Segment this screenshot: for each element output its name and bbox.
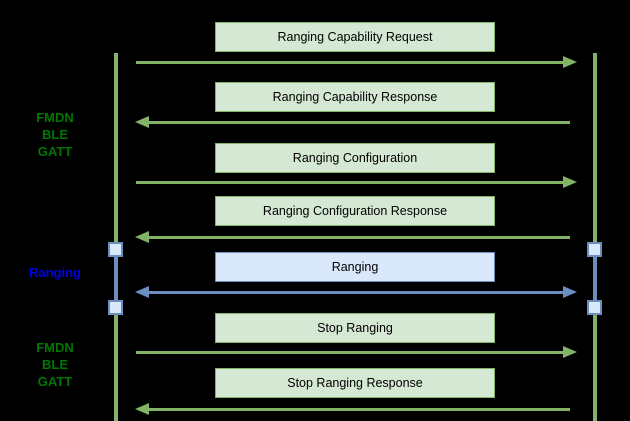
activation-marker-icon: [587, 242, 602, 257]
arrow-ranging-capability-request: [136, 60, 563, 64]
phase-label-line: Ranging: [29, 265, 81, 280]
ranging-session-segment-left: [114, 249, 118, 307]
arrowhead-right-icon: [563, 286, 577, 298]
phase-label-fmdn-ble-gatt-bottom: FMDN BLE GATT: [5, 339, 105, 390]
arrowhead-right-icon: [563, 56, 577, 68]
message-label: Ranging: [331, 260, 379, 274]
arrowhead-left-icon: [135, 231, 149, 243]
arrow-ranging-configuration: [136, 180, 563, 184]
arrowhead-left-icon: [135, 286, 149, 298]
phase-label-ranging: Ranging: [5, 264, 105, 281]
message-box-ranging-capability-response: Ranging Capability Response: [215, 82, 495, 112]
phase-label-fmdn-ble-gatt-top: FMDN BLE GATT: [5, 109, 105, 160]
activation-marker-icon: [108, 300, 123, 315]
arrow-stop-ranging: [136, 350, 563, 354]
message-box-ranging-configuration-response: Ranging Configuration Response: [215, 196, 495, 226]
message-label: Stop Ranging: [317, 321, 393, 335]
message-box-stop-ranging-response: Stop Ranging Response: [215, 368, 495, 398]
arrow-stop-ranging-response: [149, 407, 570, 411]
message-label: Stop Ranging Response: [287, 376, 423, 390]
activation-marker-icon: [587, 300, 602, 315]
message-label: Ranging Configuration: [292, 151, 418, 165]
arrowhead-right-icon: [563, 346, 577, 358]
message-box-stop-ranging: Stop Ranging: [215, 313, 495, 343]
arrow-ranging-configuration-response: [149, 235, 570, 239]
message-label: Ranging Configuration Response: [262, 204, 448, 218]
phase-label-line: BLE: [42, 127, 68, 142]
message-box-ranging-configuration: Ranging Configuration: [215, 143, 495, 173]
message-label: Ranging Capability Request: [277, 30, 433, 44]
activation-marker-icon: [108, 242, 123, 257]
lifeline-right: [593, 53, 597, 421]
arrow-ranging-capability-response: [149, 120, 570, 124]
phase-label-line: BLE: [42, 357, 68, 372]
phase-label-line: FMDN: [36, 110, 74, 125]
ranging-session-segment-right: [593, 249, 597, 307]
phase-label-line: FMDN: [36, 340, 74, 355]
phase-label-line: GATT: [37, 144, 73, 159]
message-box-ranging: Ranging: [215, 252, 495, 282]
lifeline-left: [114, 53, 118, 421]
phase-label-line: GATT: [37, 374, 73, 389]
message-box-ranging-capability-request: Ranging Capability Request: [215, 22, 495, 52]
message-label: Ranging Capability Response: [272, 90, 438, 104]
arrowhead-right-icon: [563, 176, 577, 188]
arrow-ranging: [149, 290, 563, 294]
arrowhead-left-icon: [135, 403, 149, 415]
arrowhead-left-icon: [135, 116, 149, 128]
